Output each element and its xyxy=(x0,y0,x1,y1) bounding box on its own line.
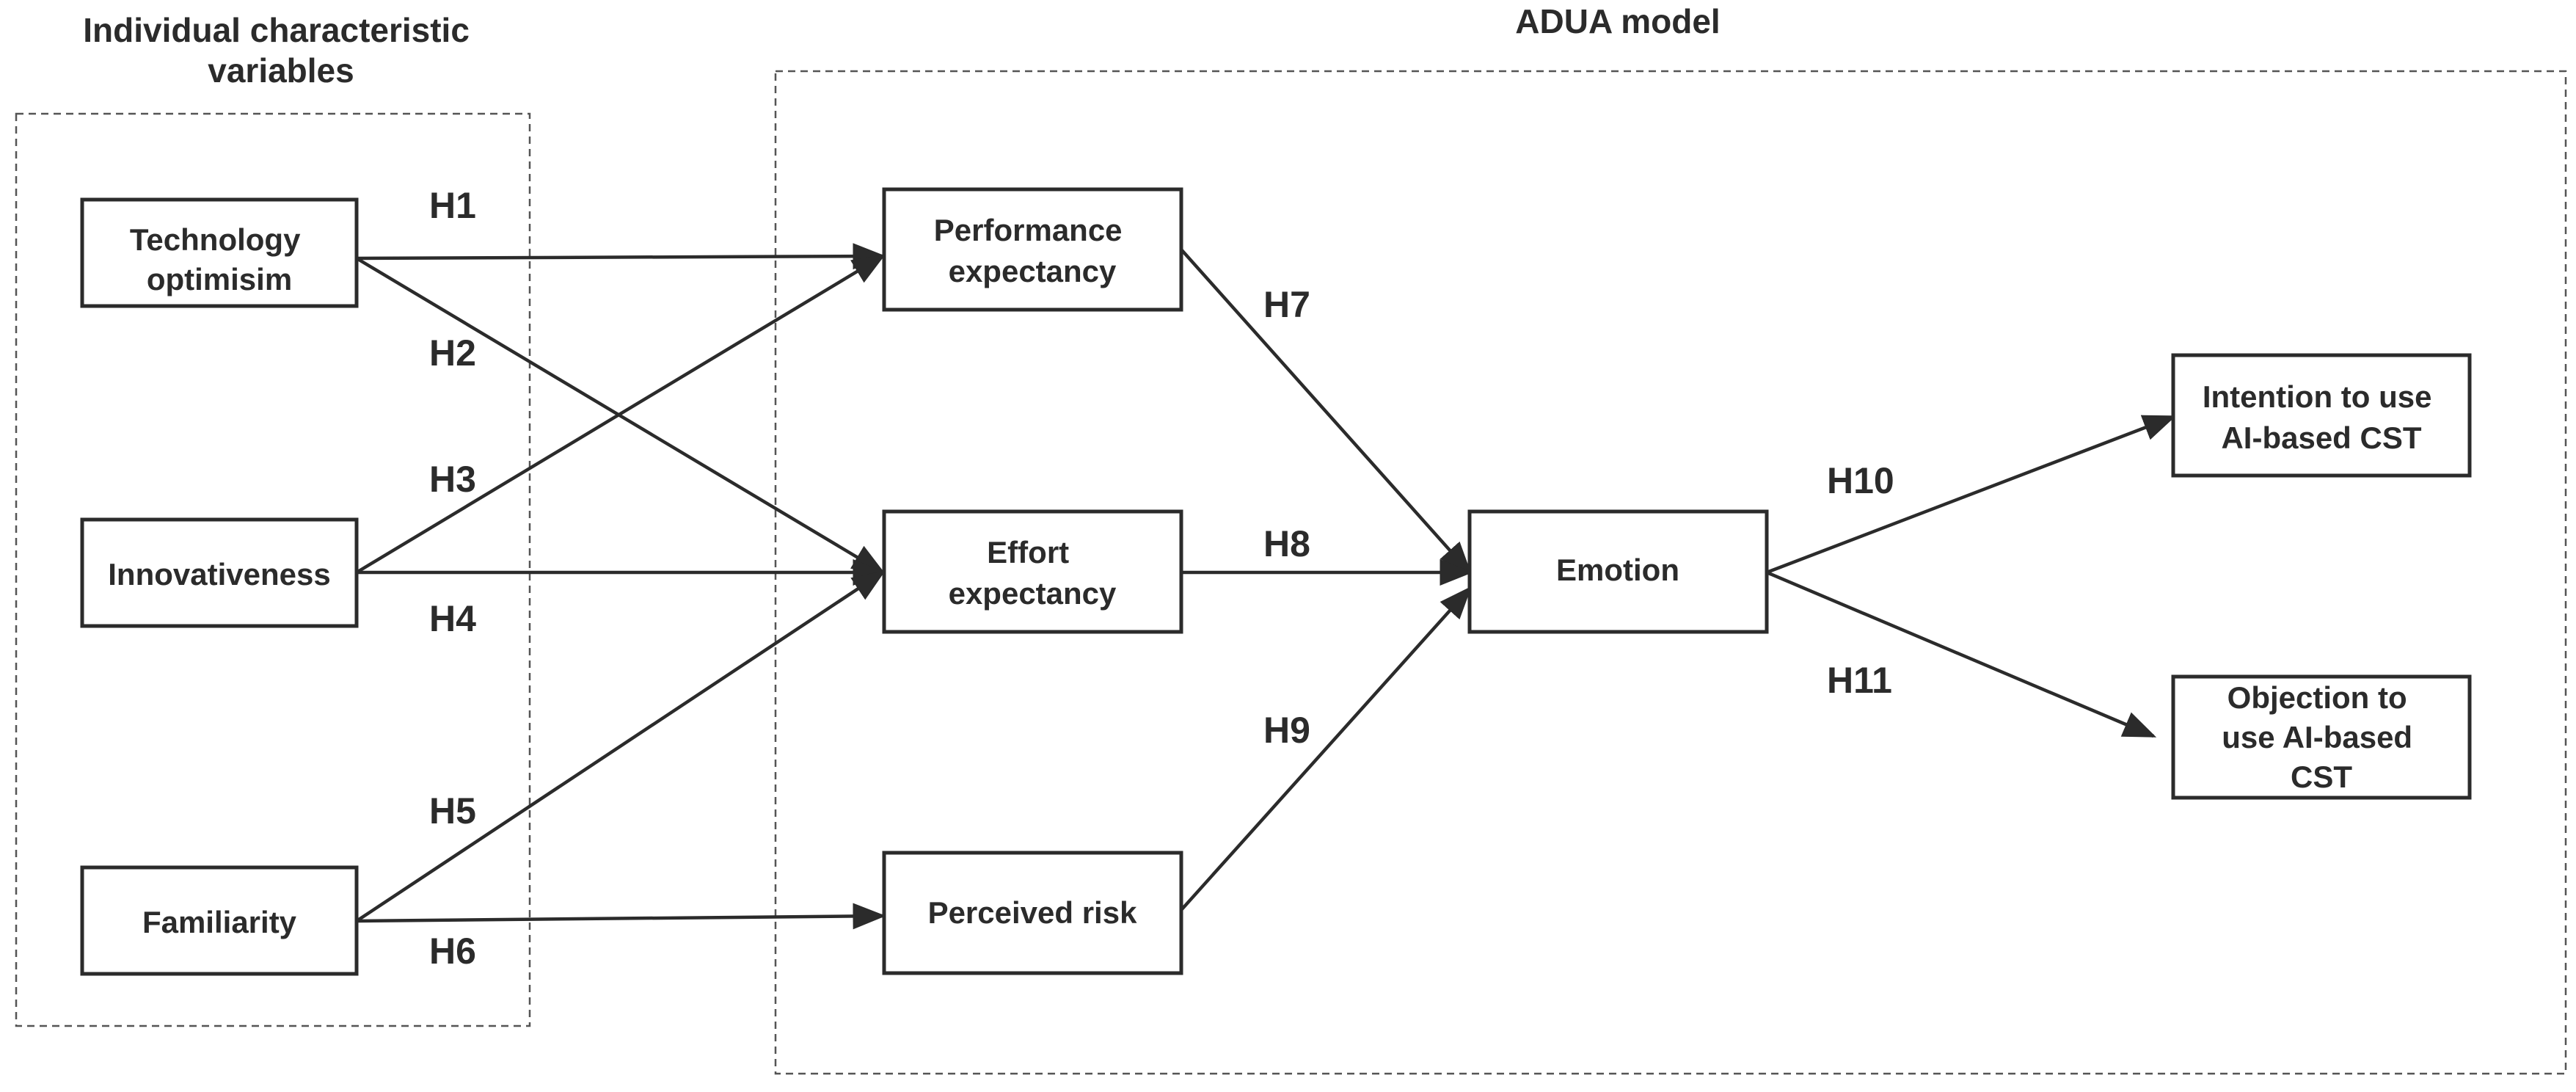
node-effort-expectancy: Effort expectancy xyxy=(882,509,1183,634)
svg-text:Objection to use AI-base: Objection to use AI-based CST xyxy=(2222,680,2421,794)
label-h6: H6 xyxy=(429,931,476,972)
svg-text:Performance expectancy: Performance expectancy xyxy=(934,213,1131,288)
arrow-h7 xyxy=(1180,248,1472,575)
arrow-h11 xyxy=(1766,570,2157,738)
label-h1: H1 xyxy=(429,185,476,226)
svg-text:Perceived risk: Perceived risk xyxy=(928,895,1138,930)
label-h11: H11 xyxy=(1827,660,1892,701)
label-h5: H5 xyxy=(429,790,476,831)
svg-text:Intention to use AI-base: Intention to use AI-based CST xyxy=(2203,379,2440,455)
label-h10: H10 xyxy=(1827,460,1894,501)
label-h7: H7 xyxy=(1263,284,1310,325)
node-performance-expectancy: Performance expectancy xyxy=(882,187,1183,312)
arrow-h6 xyxy=(356,903,886,930)
arrow-h9 xyxy=(1180,586,1473,911)
node-emotion: Emotion xyxy=(1467,509,1769,634)
arrow-h10 xyxy=(1766,415,2177,575)
hypothesis-labels: H1 H2 H3 H4 H5 H6 H7 H8 H9 H10 H11 xyxy=(429,185,1894,972)
arrow-h5 xyxy=(355,570,886,922)
node-intention-to-use: Intention to use AI-based CST xyxy=(2171,353,2472,478)
node-objection-to-use: Objection to use AI-based CST xyxy=(2171,674,2472,800)
adua-group-title: ADUA model xyxy=(1515,2,1720,40)
node-technology-optimism: Technology optimisim xyxy=(80,197,359,308)
svg-text:Technology optimisim: Technology optimisim xyxy=(130,222,309,296)
node-perceived-risk: Perceived risk xyxy=(882,851,1183,975)
svg-text:Emotion: Emotion xyxy=(1556,553,1679,587)
arrow-h3 xyxy=(355,254,886,574)
label-h2: H2 xyxy=(429,332,476,374)
label-h3: H3 xyxy=(429,459,476,500)
svg-text:Familiarity: Familiarity xyxy=(142,905,297,939)
arrow-h1 xyxy=(356,243,886,270)
svg-text:Effort expectancy: Effort expectancy xyxy=(949,535,1117,611)
label-h4: H4 xyxy=(429,598,476,639)
label-h8: H8 xyxy=(1263,523,1310,564)
individual-group-title: Individual characteristic variables xyxy=(83,11,478,90)
svg-text:Innovativeness: Innovativeness xyxy=(108,557,330,592)
node-familiarity: Familiarity xyxy=(80,865,359,976)
arrows xyxy=(355,243,2177,930)
label-h9: H9 xyxy=(1263,710,1310,751)
node-innovativeness: Innovativeness xyxy=(80,517,359,628)
individual-characteristics-group xyxy=(15,112,531,1027)
